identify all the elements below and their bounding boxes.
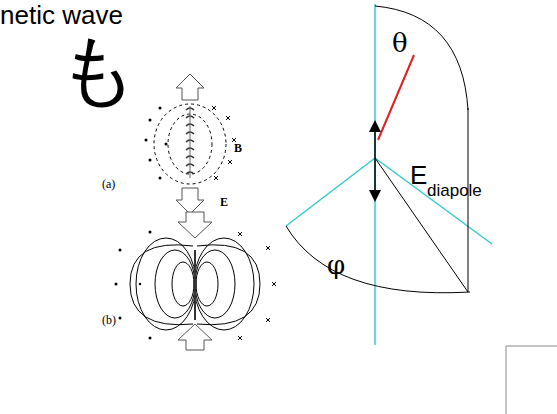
field-symbol: E <box>410 162 427 188</box>
kana-character: も <box>58 30 138 108</box>
figure-letter: (b) <box>102 314 116 326</box>
field-label: B <box>234 142 242 154</box>
angle-symbol: φ <box>327 252 345 278</box>
dipole-field-b <box>130 212 260 350</box>
field-label: E <box>220 196 228 208</box>
dipole-field-a <box>154 74 226 214</box>
subscript: diapole <box>427 182 482 199</box>
figure-letter: (a) <box>102 178 115 190</box>
angle-symbol: θ <box>392 30 408 56</box>
box-corner <box>506 346 557 414</box>
angle-geometry <box>286 4 492 345</box>
title-fragment: netic wave <box>0 2 123 28</box>
